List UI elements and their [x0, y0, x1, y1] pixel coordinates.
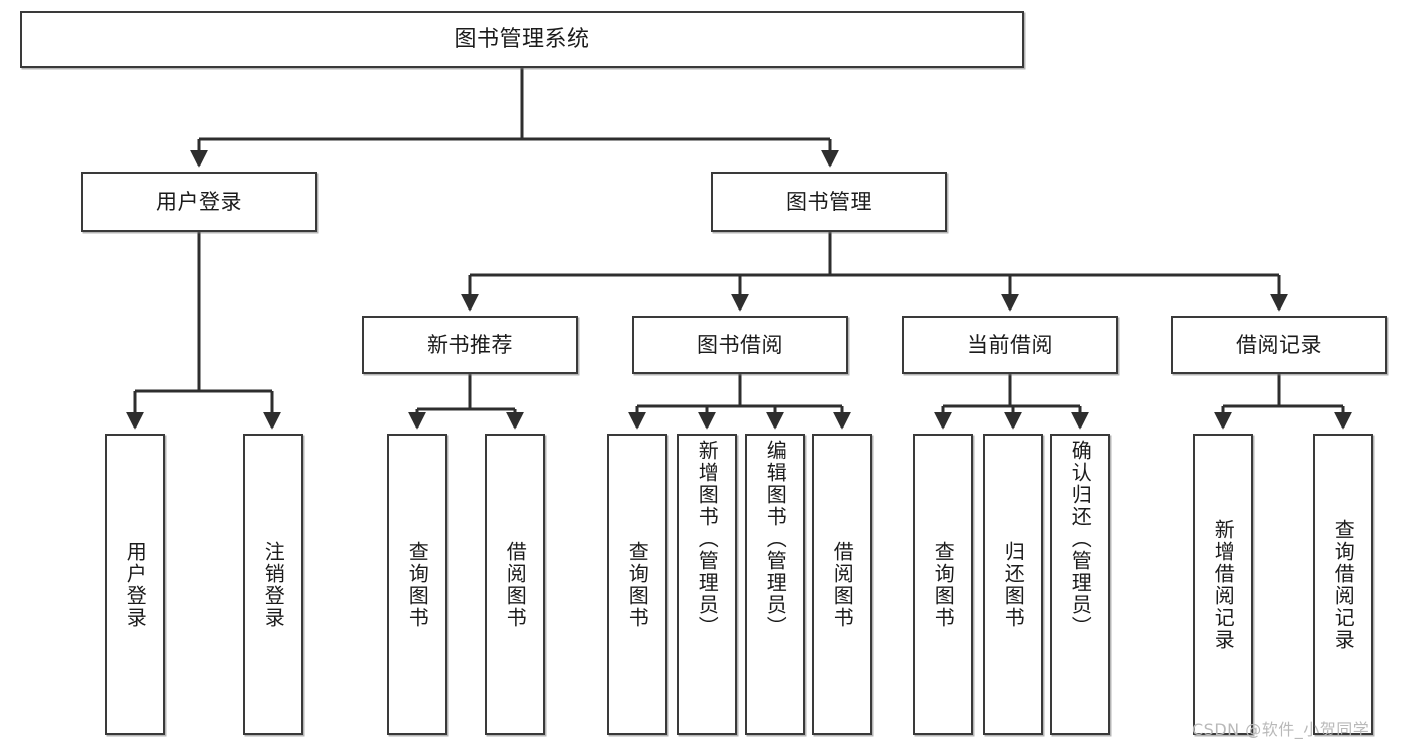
csdn-watermark: CSDN @软件_小贺同学 [1192, 720, 1370, 739]
node-book-manage-label: 图书管理 [786, 189, 872, 214]
leaf-logout-label: 注销登录 [261, 540, 286, 629]
leaf-borrow-book-recommend-label: 借阅图书 [503, 540, 528, 629]
leaf-query-book-borrow[interactable]: 查询图书 [607, 434, 667, 735]
leaf-edit-book-admin[interactable]: 编辑图书（管理员） [745, 434, 805, 735]
leaf-query-book-current[interactable]: 查询图书 [913, 434, 973, 735]
leaf-query-book-recommend-label: 查询图书 [405, 540, 430, 629]
node-user-login-label: 用户登录 [156, 189, 242, 214]
leaf-query-book-recommend[interactable]: 查询图书 [387, 434, 447, 735]
leaf-return-book[interactable]: 归还图书 [983, 434, 1043, 735]
node-book-manage[interactable]: 图书管理 [711, 172, 947, 232]
node-borrow-record[interactable]: 借阅记录 [1171, 316, 1387, 374]
leaf-confirm-return-admin-label: 确认归还（管理员） [1068, 440, 1093, 638]
leaf-query-book-borrow-label: 查询图书 [625, 540, 650, 629]
leaf-confirm-return-admin[interactable]: 确认归还（管理员） [1050, 434, 1110, 735]
node-book-borrow-label: 图书借阅 [697, 332, 783, 357]
leaf-query-book-current-label: 查询图书 [931, 540, 956, 629]
leaf-user-login-label: 用户登录 [123, 540, 148, 629]
leaf-edit-book-admin-label: 编辑图书（管理员） [763, 440, 788, 638]
node-user-login[interactable]: 用户登录 [81, 172, 317, 232]
leaf-query-borrow-record[interactable]: 查询借阅记录 [1313, 434, 1373, 735]
leaf-user-login[interactable]: 用户登录 [105, 434, 165, 735]
node-current-borrow-label: 当前借阅 [967, 332, 1053, 357]
leaf-return-book-label: 归还图书 [1001, 540, 1026, 629]
node-book-borrow[interactable]: 图书借阅 [632, 316, 848, 374]
leaf-borrow-book-recommend[interactable]: 借阅图书 [485, 434, 545, 735]
node-borrow-record-label: 借阅记录 [1236, 332, 1322, 357]
leaf-add-book-admin[interactable]: 新增图书（管理员） [677, 434, 737, 735]
node-new-book-recommend[interactable]: 新书推荐 [362, 316, 578, 374]
node-root[interactable]: 图书管理系统 [20, 11, 1024, 68]
leaf-query-borrow-record-label: 查询借阅记录 [1331, 518, 1356, 651]
node-current-borrow[interactable]: 当前借阅 [902, 316, 1118, 374]
leaf-add-borrow-record[interactable]: 新增借阅记录 [1193, 434, 1253, 735]
node-new-book-recommend-label: 新书推荐 [427, 332, 513, 357]
leaf-borrow-book[interactable]: 借阅图书 [812, 434, 872, 735]
leaf-add-book-admin-label: 新增图书（管理员） [695, 440, 720, 638]
node-root-label: 图书管理系统 [454, 26, 590, 52]
leaf-borrow-book-label: 借阅图书 [830, 540, 855, 629]
leaf-add-borrow-record-label: 新增借阅记录 [1211, 518, 1236, 651]
leaf-logout[interactable]: 注销登录 [243, 434, 303, 735]
